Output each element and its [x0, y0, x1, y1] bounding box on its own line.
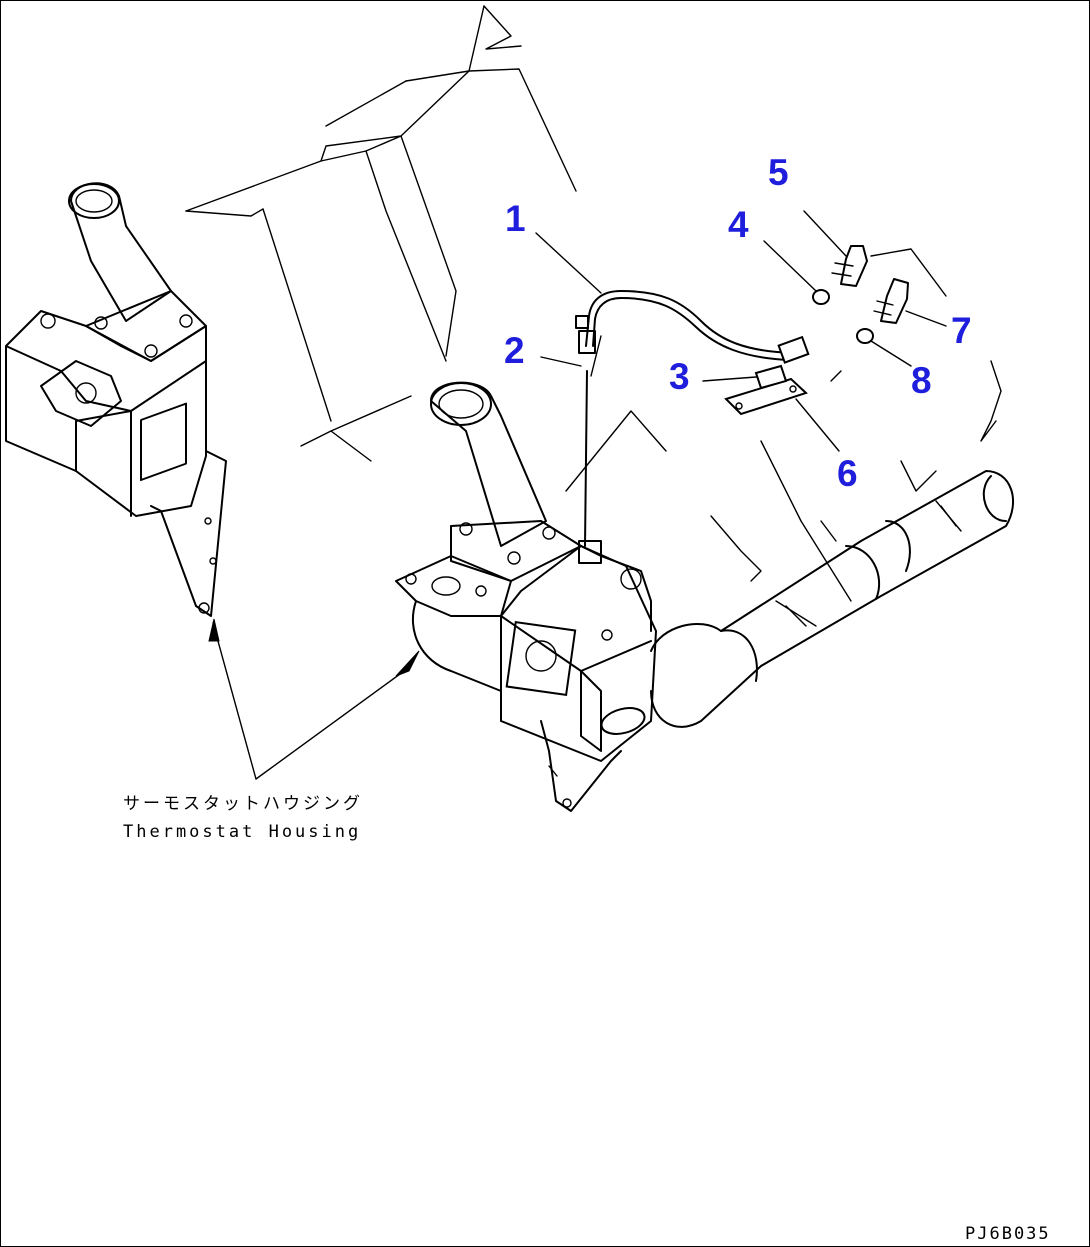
clip-bracket — [724, 364, 808, 416]
inset-thermostat-housing — [5, 182, 227, 617]
water-hose — [650, 470, 1015, 728]
callout-2: 2 — [504, 330, 525, 371]
callout-labels: 1 2 3 4 5 6 7 8 — [504, 152, 972, 494]
sensor-harness — [575, 290, 810, 547]
callout-5: 5 — [768, 152, 789, 193]
washer-4 — [812, 289, 830, 305]
callout-3: 3 — [669, 356, 690, 397]
callout-1: 1 — [505, 198, 526, 239]
drawing-code: PJ6B035 — [965, 1224, 1051, 1244]
caption-english: Thermostat Housing — [123, 822, 361, 842]
caption-japanese: サーモスタットハウジング — [123, 794, 363, 814]
bolt-5 — [831, 245, 868, 287]
washer-8 — [856, 328, 874, 344]
engine-block-outline — [185, 5, 1002, 602]
callout-8: 8 — [911, 360, 932, 401]
callout-6: 6 — [837, 453, 858, 494]
bolt-7 — [873, 278, 909, 324]
leader-lines — [208, 210, 947, 780]
main-thermostat-housing — [395, 381, 657, 812]
callout-4: 4 — [728, 204, 749, 245]
callout-7: 7 — [951, 310, 972, 351]
